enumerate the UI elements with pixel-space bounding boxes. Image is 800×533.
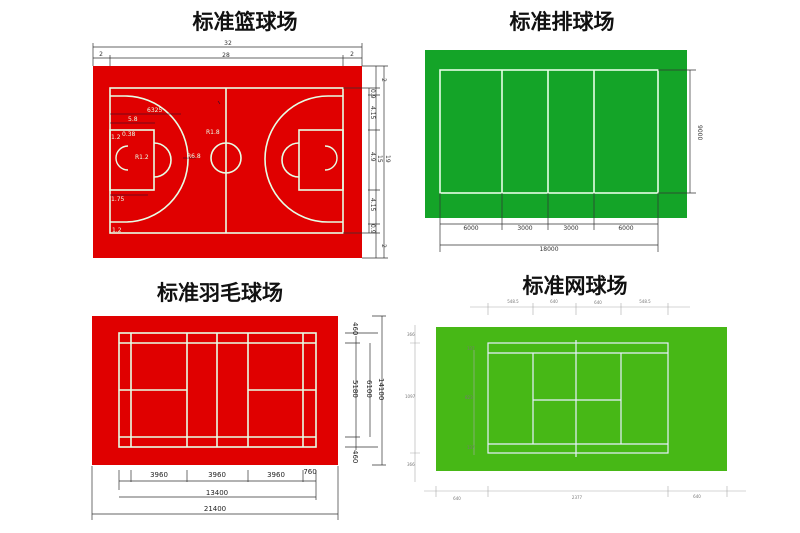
dim-b-2: 3960 [208,471,226,479]
dim-b: 4.15 [369,106,376,120]
dim-t-top-1: 548.5 [507,299,519,304]
dim-b-total-width: 14100 [377,378,385,400]
label-arc-radius: R6.8 [187,153,201,160]
volleyball-section: 标准排球场 6000 3000 3000 6000 18000 9000 [425,10,703,253]
dim-b-total-length: 21400 [204,505,226,513]
dim-d: 4.15 [369,198,376,212]
left-key [109,129,155,191]
badminton-section: 标准羽毛球场 3960 3960 3960 760 13400 21400 46… [91,281,386,520]
basketball-title: 标准篮球场 [193,10,298,34]
dim-t-left-top: 366 [407,332,415,337]
label-key-length: 5.8 [128,116,138,123]
dim-t-bottom-3: 640 [693,494,701,499]
badminton-court [118,332,317,448]
volleyball-dims: 6000 3000 3000 6000 18000 9000 [439,69,703,253]
tennis-outer-area [436,327,727,471]
label-center-radius: R1.8 [206,129,220,136]
dim-b-top: 460 [351,322,359,335]
dim-v-4: 6000 [618,225,633,232]
volleyball-court [439,69,659,194]
basketball-section: 标准篮球场 32 2 28 2 6325 5.8 R1.8 R6. [92,10,391,259]
basketball-right-dims: 2 0.9 4.15 4.9 4.15 0.9 2 15 19 [343,65,391,259]
dim-total-height: 19 [384,155,391,163]
dim-t-top-3: 640 [594,300,602,305]
dim-left: 2 [99,51,103,58]
dim-v-1: 6000 [463,225,478,232]
dim-t-inner-bottom: 137 [467,445,475,450]
dim-total: 32 [224,40,232,47]
dim-t-left-middle: 1097 [405,394,416,399]
basketball-outer-area [93,66,362,258]
dim-v-3: 3000 [563,225,578,232]
label-a: 1.2 [111,134,121,141]
label-d: 1.2 [112,227,122,234]
right-key [298,129,344,191]
dim-t-left-bottom: 366 [407,462,415,467]
dim-b-3: 3960 [267,471,285,479]
label-three-point: 6325 [147,107,162,114]
label-ft-radius: R1.2 [135,154,149,161]
badminton-dims: 3960 3960 3960 760 13400 21400 460 5180 … [91,315,386,520]
dim-t-top-2: 640 [550,299,558,304]
dim-c: 4.9 [369,152,376,162]
center-circle [210,142,242,174]
dim-v-2: 3000 [517,225,532,232]
basketball-lines [109,88,344,233]
dim-right: 2 [350,51,354,58]
tennis-title: 标准网球场 [523,274,628,298]
label-b: 0.38 [122,131,136,138]
dim-bottom-margin: 2 [380,244,387,248]
dim-t-top-4: 548.5 [639,299,651,304]
tennis-top-dims: 548.5 640 640 548.5 [470,299,690,315]
dim-b-court-width: 6100 [365,380,373,398]
tennis-section: 标准网球场 548.5 640 640 548.5 366 1097 366 1… [405,274,746,501]
dim-t-inner-middle: 823 [465,395,473,400]
dim-a: 0.9 [369,89,376,99]
dim-inner-height: 15 [376,155,383,163]
dim-t-bottom-1: 640 [453,496,461,501]
label-c: 1.75 [111,196,125,203]
dim-b-middle: 5180 [351,380,359,398]
volleyball-title: 标准排球场 [510,10,615,34]
dim-b-1: 3960 [150,471,168,479]
dim-v-height: 9000 [696,125,703,140]
dim-v-total: 18000 [539,246,558,253]
badminton-title: 标准羽毛球场 [157,281,283,305]
dim-b-bottom: 460 [351,450,359,463]
dim-b-4: 760 [303,468,316,476]
tennis-court [487,340,669,457]
volleyball-outer-area [425,50,687,218]
dim-t-inner-top: 137 [467,346,475,351]
basketball-top-dims: 32 2 28 2 [92,40,363,66]
tennis-side-dims: 366 1097 366 137 823 137 [405,325,475,482]
dim-inner: 28 [222,52,230,59]
basketball-annotations: 6325 5.8 R1.8 R6.8 R1.2 1.2 0.38 1.75 1.… [110,100,221,234]
tennis-bottom-dims: 640 2377 640 [424,486,746,501]
dim-b-court-length: 13400 [206,489,228,497]
dim-t-bottom-2: 2377 [572,495,583,500]
dim-e: 0.9 [369,224,376,234]
dim-top-margin: 2 [380,78,387,82]
